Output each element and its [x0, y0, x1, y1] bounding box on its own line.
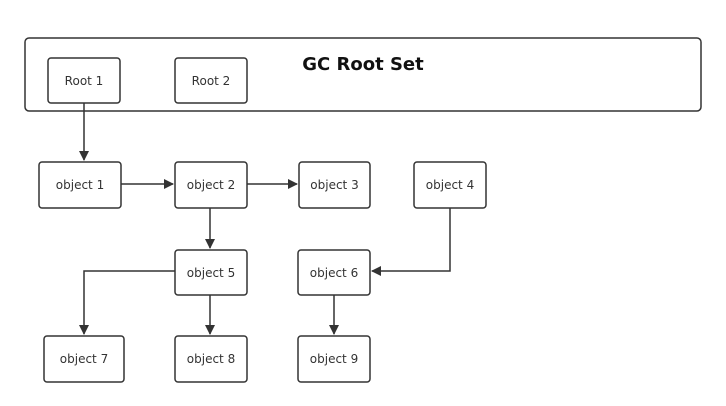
object-node-6-label: object 6: [310, 266, 358, 280]
root-node-1: Root 1: [47, 57, 121, 104]
object-node-3-box: [298, 161, 371, 209]
object-node-3-label: object 3: [310, 178, 358, 192]
object-node-6-box: [297, 249, 371, 296]
object-node-1-label: object 1: [56, 178, 104, 192]
object-node-5-box: [174, 249, 248, 296]
object-node-7-box: [43, 335, 125, 383]
root-node-2: Root 2: [174, 57, 248, 104]
object-node-2-box: [174, 161, 248, 209]
object-node-6: object 6: [297, 249, 371, 296]
gc-root-set: GC Root Set: [24, 37, 702, 112]
object-node-8-box: [174, 335, 248, 383]
object-node-3: object 3: [298, 161, 371, 209]
object-node-1: object 1: [38, 161, 122, 209]
object-node-9-label: object 9: [310, 352, 358, 366]
root-node-1-label: Root 1: [65, 74, 104, 88]
root-node-2-label: Root 2: [192, 74, 231, 88]
object-node-8-label: object 8: [187, 352, 235, 366]
object-node-7-label: object 7: [60, 352, 108, 366]
edge-object4-object6: [371, 208, 451, 276]
object-node-8: object 8: [174, 335, 248, 383]
object-node-4-label: object 4: [426, 178, 474, 192]
object-node-9-box: [297, 335, 371, 383]
object-node-9: object 9: [297, 335, 371, 383]
edge-object5-object7: [79, 270, 175, 335]
object-node-2: object 2: [174, 161, 248, 209]
root-node-2-box: [174, 57, 248, 104]
object-node-7: object 7: [43, 335, 125, 383]
object-node-5-label: object 5: [187, 266, 235, 280]
object-node-4: object 4: [413, 161, 487, 209]
edges: [79, 103, 451, 335]
object-node-4-box: [413, 161, 487, 209]
object-node-5: object 5: [174, 249, 248, 296]
object-node-1-box: [38, 161, 122, 209]
object-node-2-label: object 2: [187, 178, 235, 192]
gc-root-set-title: GC Root Set: [302, 54, 424, 75]
